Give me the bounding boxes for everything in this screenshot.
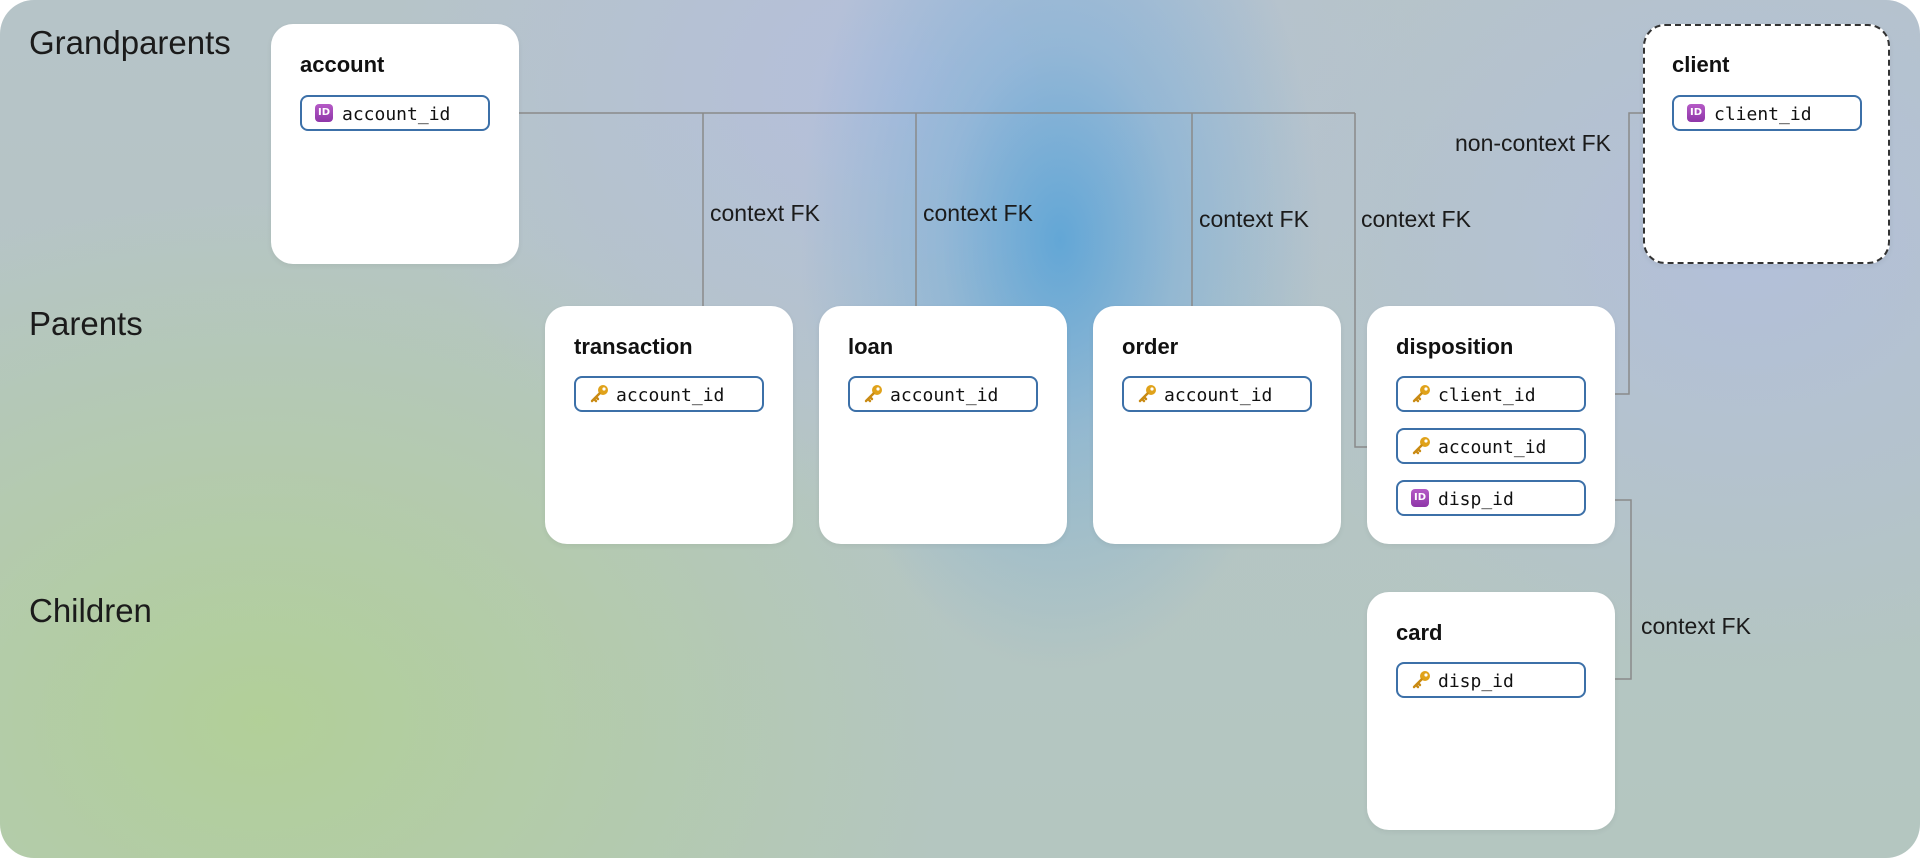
edge-label-disposition-client: non-context FK [1455,130,1611,156]
table-account[interactable]: account ID account_id [271,24,519,264]
field-name: account_id [1164,385,1273,406]
field-account-id[interactable]: account_id [1396,428,1586,464]
table-title: client [1672,52,1730,77]
table-loan[interactable]: loan account_id [819,306,1067,544]
table-title: transaction [574,334,693,359]
table-client[interactable]: client ID client_id [1643,24,1890,264]
field-name: disp_id [1438,671,1514,692]
edge-label-loan-account: context FK [923,200,1033,226]
key-icon [590,385,608,403]
key-icon [1412,437,1430,455]
key-icon [864,385,882,403]
field-name: disp_id [1438,489,1514,510]
edge-label-transaction-account: context FK [710,200,820,226]
field-account-id[interactable]: account_id [574,376,764,412]
field-account-id[interactable]: ID account_id [300,95,490,131]
id-icon: ID [315,104,333,122]
table-title: disposition [1396,334,1514,359]
level-label-grandparents: Grandparents [29,24,231,61]
edge-label-disposition-account: context FK [1361,206,1471,232]
field-account-id[interactable]: account_id [848,376,1038,412]
field-account-id[interactable]: account_id [1122,376,1312,412]
table-transaction[interactable]: transaction account_id [545,306,793,544]
table-disposition[interactable]: disposition client_id account_id ID disp… [1367,306,1615,544]
table-title: account [300,52,385,77]
table-title: order [1122,334,1179,359]
key-icon [1412,385,1430,403]
field-name: account_id [890,385,999,406]
field-name: account_id [1438,437,1547,458]
level-label-children: Children [29,592,152,629]
field-client-id[interactable]: client_id [1396,376,1586,412]
level-label-parents: Parents [29,305,143,342]
edge-label-order-account: context FK [1199,206,1309,232]
field-name: account_id [616,385,725,406]
field-client-id[interactable]: ID client_id [1672,95,1862,131]
field-disp-id[interactable]: ID disp_id [1396,480,1586,516]
field-name: account_id [342,104,451,125]
id-icon: ID [1687,104,1705,122]
table-card[interactable]: card disp_id [1367,592,1615,830]
table-title: loan [848,334,894,359]
field-name: client_id [1714,104,1812,125]
edge-label-card-disposition: context FK [1641,613,1751,639]
field-name: client_id [1438,385,1536,406]
id-icon: ID [1411,489,1429,507]
key-icon [1412,671,1430,689]
table-order[interactable]: order account_id [1093,306,1341,544]
field-disp-id[interactable]: disp_id [1396,662,1586,698]
table-title: card [1396,620,1443,645]
key-icon [1138,385,1156,403]
